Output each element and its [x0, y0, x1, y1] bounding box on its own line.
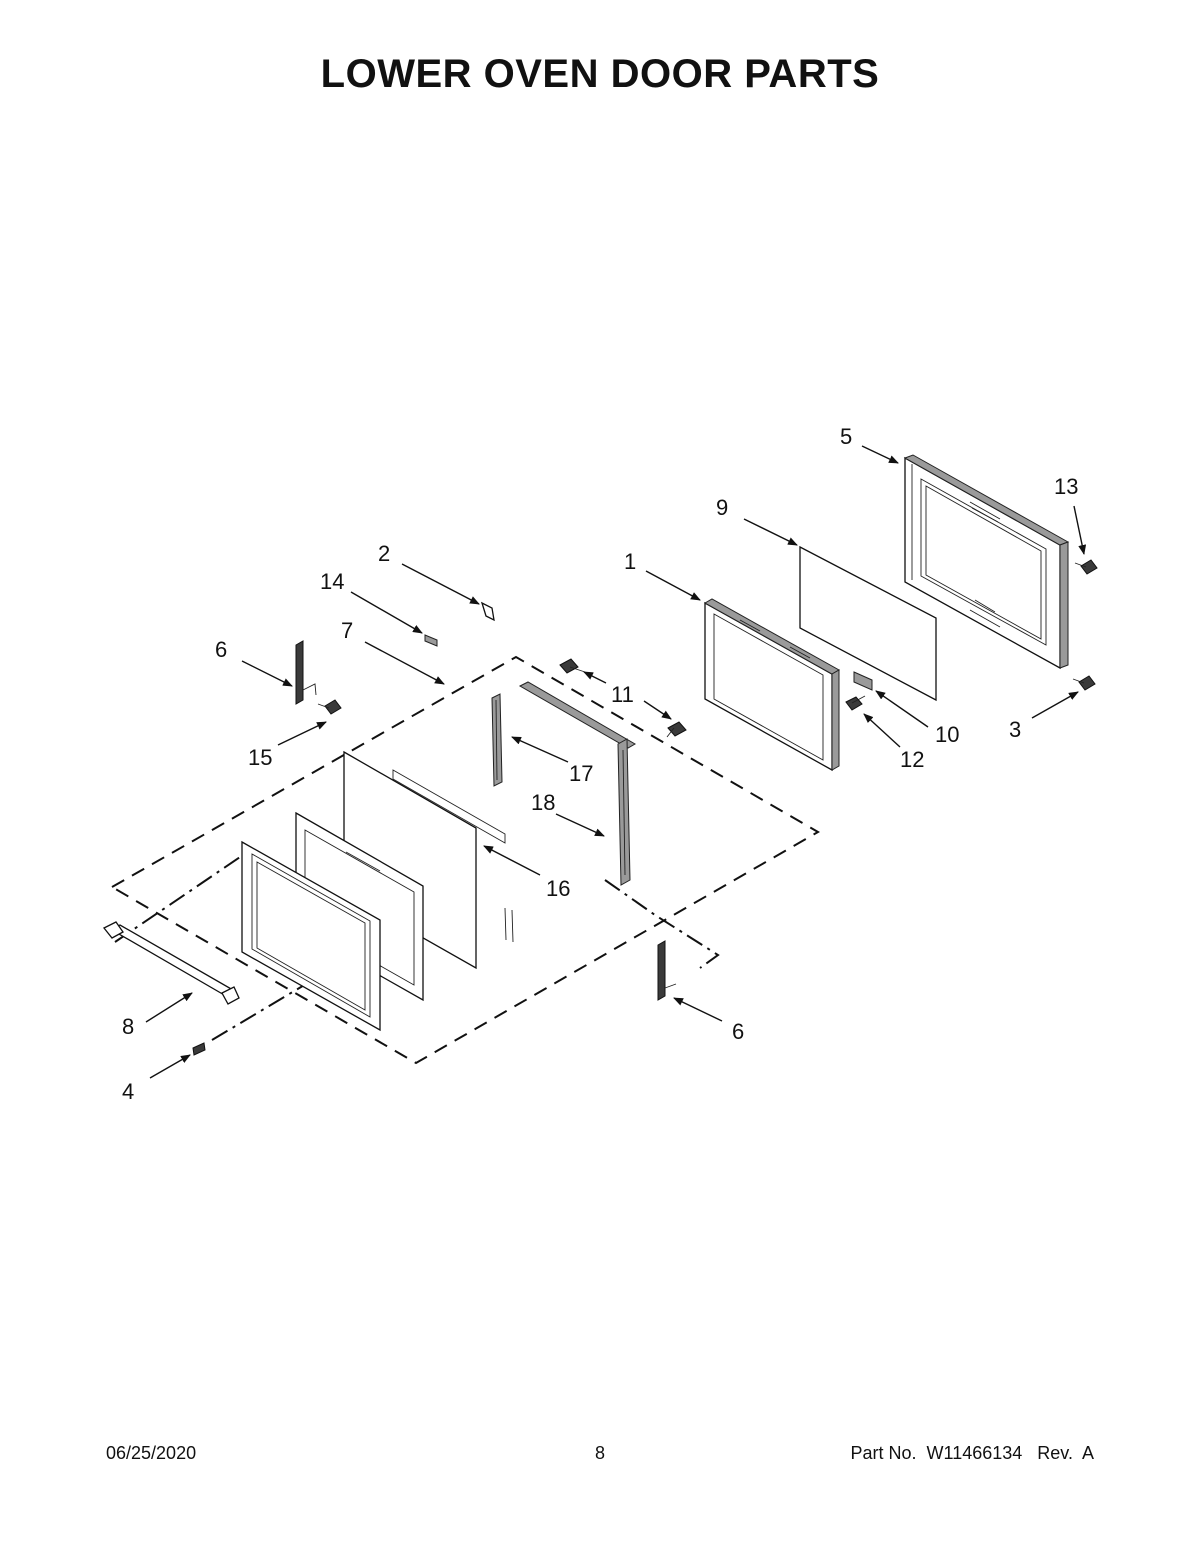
callout-12: 12 [900, 747, 924, 772]
outer-door-glass [241, 840, 381, 1032]
callout-8: 8 [122, 1014, 134, 1039]
screw-part-13 [1074, 559, 1098, 575]
callout-labels: 5 13 9 1 2 14 7 6 11 10 3 15 12 17 18 16… [122, 424, 1078, 1104]
clip-part-10 [853, 671, 873, 691]
callout-3: 3 [1009, 717, 1021, 742]
screw-part-11 [559, 658, 687, 738]
assembly-line-handle [114, 852, 247, 943]
assembly-line-hinge [604, 879, 720, 969]
callout-2: 2 [378, 541, 390, 566]
callout-7: 7 [341, 618, 353, 643]
footer-part-number: Part No. W11466134 Rev. A [850, 1443, 1094, 1463]
glass-pane-part-9 [799, 545, 937, 702]
callout-4: 4 [122, 1079, 134, 1104]
footer-page-number: 8 [594, 1443, 605, 1463]
door-channel-part-17 [491, 693, 503, 787]
screw-part-3 [1072, 675, 1096, 691]
callout-14: 14 [320, 569, 344, 594]
callout-9: 9 [716, 495, 728, 520]
callout-10: 10 [935, 722, 959, 747]
callout-5: 5 [840, 424, 852, 449]
hinge-part-6-left [295, 640, 317, 705]
screw-part-15 [317, 699, 342, 715]
bracket-part-2 [480, 601, 495, 622]
callout-13: 13 [1054, 474, 1078, 499]
assembly-outline [109, 655, 821, 1065]
callout-6-left: 6 [215, 637, 227, 662]
callout-leaders [145, 445, 1087, 1079]
callout-18: 18 [531, 790, 555, 815]
assembly-line-clip [211, 983, 307, 1041]
outer-door-frame-part-5 [903, 454, 1070, 670]
callout-6-right: 6 [732, 1019, 744, 1044]
screw-part-12 [845, 695, 866, 711]
top-channel [518, 681, 637, 749]
callout-1: 1 [624, 549, 636, 574]
inner-door-liner-part-1 [703, 598, 841, 772]
callout-17: 17 [569, 761, 593, 786]
callout-15: 15 [248, 745, 272, 770]
clip-part-4 [192, 1042, 206, 1056]
callout-16: 16 [546, 876, 570, 901]
door-handle-part-8 [102, 921, 240, 1005]
page-title: LOWER OVEN DOOR PARTS [320, 52, 880, 96]
side-channel-part-18 [617, 738, 631, 886]
callout-11: 11 [611, 682, 634, 707]
footer-date: 06/25/2020 [106, 1443, 197, 1463]
clip-part-14 [424, 634, 438, 647]
hinge-part-6-right [657, 940, 677, 1001]
